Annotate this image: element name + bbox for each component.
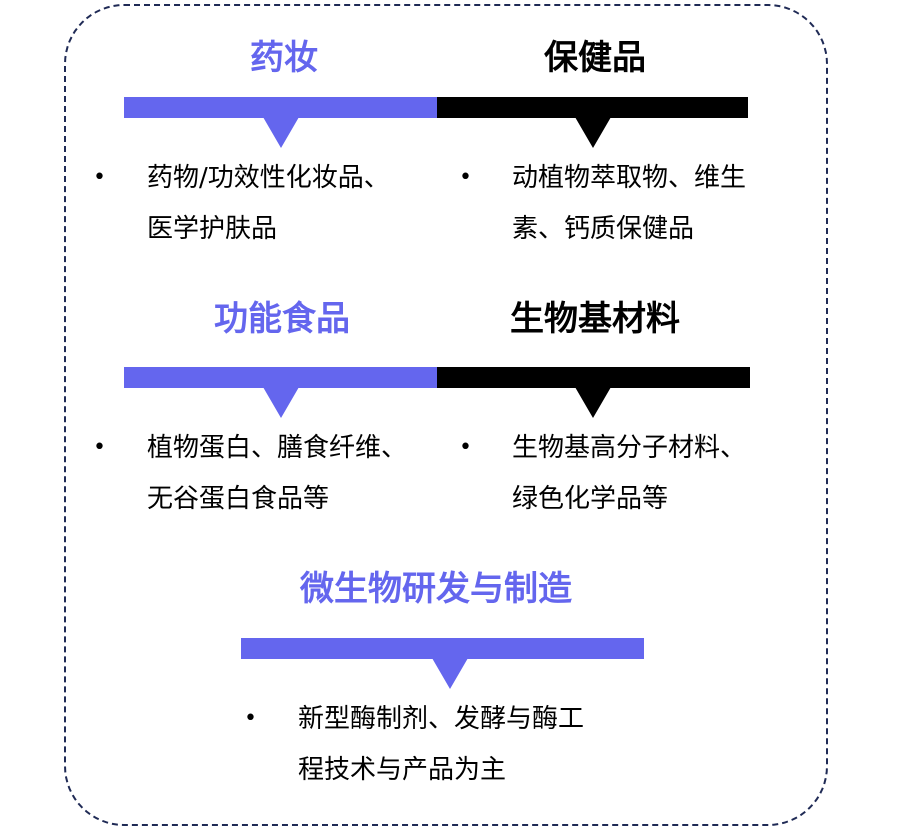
biomaterial-pointer [575,387,611,418]
microbe-pointer [432,658,468,689]
food-line-1: 植物蛋白、膳食纤维、 [147,433,408,463]
microbe-line-2: 程技术与产品为主 [298,755,507,785]
biomaterial-title: 生物基材料 [510,299,680,339]
biomaterial-bullet: • [459,435,472,460]
microbe-bullet: • [244,706,257,731]
cosmetics-bullet: • [93,165,106,190]
cosmetics-line-1: 药物/功效性化妆品、 [147,163,390,193]
food-title: 功能食品 [214,299,350,339]
food-pointer [263,387,299,418]
cosmetics-pointer [263,117,299,148]
biomaterial-bar [437,367,750,388]
cosmetics-title: 药妆 [250,38,318,78]
microbe-line-1: 新型酶制剂、发酵与酶工 [298,704,585,734]
food-bullet: • [93,435,106,460]
food-bar [124,367,437,388]
health-line-2: 素、钙质保健品 [512,214,695,244]
cosmetics-line-2: 医学护肤品 [147,214,278,244]
biomaterial-line-2: 绿色化学品等 [512,484,669,514]
microbe-title: 微生物研发与制造 [300,569,572,609]
cosmetics-bar [124,97,437,118]
health-bullet: • [459,165,472,190]
dashed-rounded-frame [64,4,828,826]
microbe-bar [241,638,644,659]
food-line-2: 无谷蛋白食品等 [147,484,330,514]
health-title: 保健品 [544,38,646,78]
health-bar [437,97,748,118]
health-line-1: 动植物萃取物、维生 [512,163,747,193]
biomaterial-line-1: 生物基高分子材料、 [512,433,747,463]
health-pointer [575,117,611,148]
